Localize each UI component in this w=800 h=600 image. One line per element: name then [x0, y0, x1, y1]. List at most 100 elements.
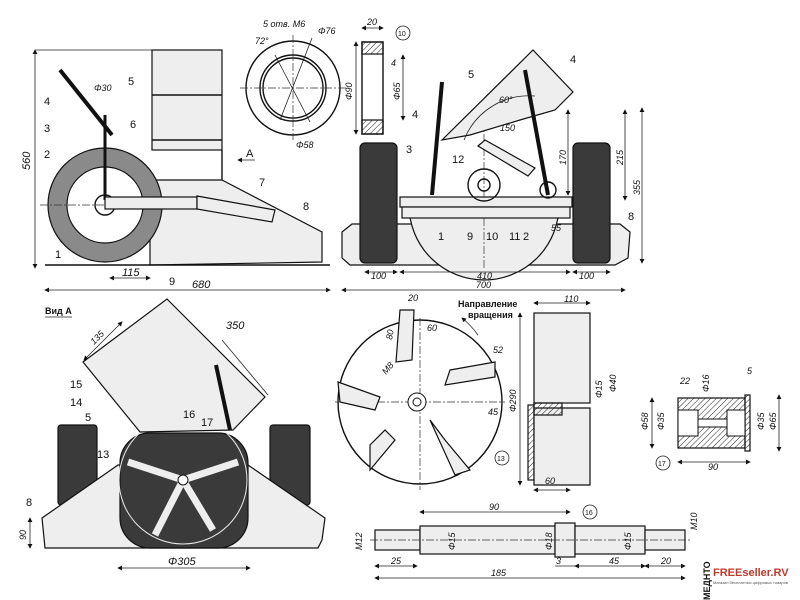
dim-phi58: Φ58 — [640, 412, 650, 430]
label-4-left: 4 — [412, 109, 418, 121]
dim-phi290: Φ290 — [508, 389, 518, 412]
label-5: 5 — [468, 69, 474, 81]
dim-phi40: Φ40 — [608, 374, 618, 392]
thread-m12: M12 — [354, 532, 364, 550]
angle-72: 72° — [255, 36, 269, 46]
bushing-detail: 22 Φ16 5 Φ58 Φ35 Φ35 Φ65 90 17 — [640, 366, 782, 472]
label-1: 1 — [55, 249, 61, 261]
label-2: 2 — [44, 149, 50, 161]
tube-7 — [196, 195, 276, 223]
dim-4: 4 — [391, 58, 396, 68]
label-3: 3 — [406, 144, 412, 156]
dim-5: 5 — [747, 366, 753, 376]
label-9: 9 — [467, 231, 473, 243]
dim-60: 60 — [427, 323, 437, 333]
dim-185: 185 — [491, 568, 507, 578]
view-a: Вид A 135 350 15 14 5 16 17 13 8 90 Φ305 — [18, 298, 326, 571]
wheel-left — [359, 142, 398, 264]
tube-6 — [104, 196, 198, 210]
rotation-direction-line2: вращения — [468, 310, 513, 320]
label-4: 4 — [44, 96, 50, 108]
thread-m8: M8 — [380, 360, 396, 376]
rotor-housing — [119, 432, 249, 549]
side-view: 560 Φ30 5 4 3 2 1 6 7 8 9 115 680 A — [21, 49, 331, 293]
dim-phi65: Φ65 — [392, 81, 402, 100]
dim-560: 560 — [21, 151, 33, 170]
part-no-10: 10 — [398, 31, 406, 38]
label-5: 5 — [128, 76, 134, 88]
label-13: 13 — [97, 449, 109, 461]
edge-text: МЕДНТО — [702, 561, 712, 600]
dim-135: 135 — [88, 328, 106, 346]
label-8: 8 — [303, 201, 309, 213]
label-12: 12 — [452, 154, 464, 166]
label-2: 2 — [523, 231, 529, 243]
watermark-tagline: Магазин бесплатных цифровых товаров — [713, 580, 788, 585]
angle-60: 60° — [499, 95, 513, 105]
dim-phi35-left: Φ35 — [656, 411, 666, 430]
dim-150: 150 — [500, 123, 515, 133]
dim-phi65: Φ65 — [768, 411, 778, 430]
dim-90: 90 — [18, 530, 28, 540]
chute-5 — [440, 49, 574, 141]
dim-45: 45 — [609, 556, 620, 566]
dim-phi90: Φ90 — [344, 82, 354, 100]
label-7: 7 — [259, 177, 265, 189]
part-no-16: 16 — [585, 510, 593, 517]
dim-phi18: Φ18 — [544, 532, 554, 550]
dim-phi15: Φ15 — [594, 379, 604, 398]
label-11: 11 — [509, 231, 520, 243]
label-16: 16 — [183, 409, 195, 421]
part-no-13: 13 — [497, 456, 505, 463]
dim-215: 215 — [615, 149, 625, 166]
label-5: 5 — [85, 412, 91, 424]
dim-355: 355 — [632, 179, 642, 195]
dim-20: 20 — [366, 17, 377, 27]
chute-14 — [82, 298, 266, 433]
label-1: 1 — [438, 231, 444, 243]
dim-100-right: 100 — [579, 271, 594, 281]
label-3: 3 — [44, 123, 50, 135]
dim-90: 90 — [708, 462, 718, 472]
label-8: 8 — [26, 497, 32, 509]
flange-detail: 5 отв. M6 72° Φ76 Φ58 20 4 Φ90 Φ65 10 — [240, 17, 411, 150]
dim-410: 410 — [477, 271, 492, 281]
dim-700: 700 — [476, 280, 491, 290]
view-a-title: Вид A — [45, 306, 72, 316]
dim-phi16: Φ16 — [701, 374, 711, 392]
dim-phi35-right: Φ35 — [756, 411, 766, 430]
label-17: 17 — [201, 417, 213, 429]
dim-80: 80 — [384, 329, 396, 341]
rotor-detail: 20 Направление вращения 80 60 52 M8 45 1… — [335, 293, 618, 493]
dim-22: 22 — [679, 376, 690, 386]
dim-25: 25 — [390, 556, 402, 566]
label-8: 8 — [628, 211, 634, 223]
dim-110: 110 — [564, 294, 578, 304]
label-9: 9 — [169, 276, 175, 288]
dim-phi58: Φ58 — [296, 140, 314, 150]
dim-60-section: 60 — [545, 476, 555, 486]
dim-100-left: 100 — [371, 271, 386, 281]
watermark-brand: FREEseller.RV — [713, 567, 789, 579]
dim-170: 170 — [558, 150, 568, 165]
label-14: 14 — [70, 397, 82, 409]
dim-3: 3 — [556, 556, 561, 566]
label-6: 6 — [130, 119, 136, 131]
dim-phi15-left: Φ15 — [447, 531, 457, 550]
dim-20: 20 — [407, 293, 418, 303]
dim-phi76: Φ76 — [318, 26, 336, 36]
wheel-right — [572, 142, 611, 264]
watermark: FREEseller.RV Магазин бесплатных цифровы… — [713, 567, 789, 585]
label-4-right: 4 — [570, 54, 576, 66]
label-15: 15 — [70, 379, 82, 391]
dim-90: 90 — [489, 502, 499, 512]
shaft-detail: 90 16 M10 M12 Φ15 Φ18 Φ15 25 3 45 20 185 — [354, 502, 699, 581]
dim-680: 680 — [192, 279, 211, 291]
dim-115: 115 — [122, 267, 140, 279]
part-no-17: 17 — [658, 461, 666, 468]
hopper-5 — [151, 49, 223, 151]
dim-phi305: Φ305 — [168, 556, 196, 568]
view-arrow-a: A — [246, 148, 254, 160]
rotation-direction-line1: Направление — [458, 299, 517, 309]
